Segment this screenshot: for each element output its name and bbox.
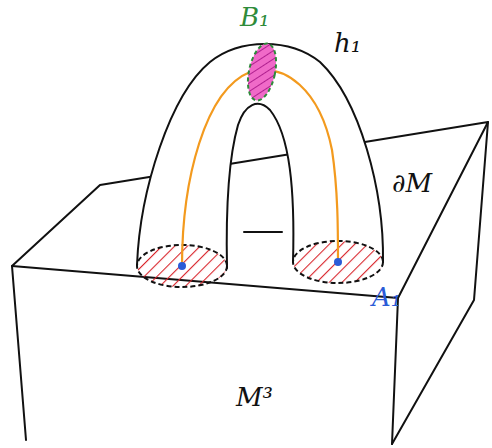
belt-disk-label: B₁: [240, 4, 270, 30]
attaching-disk-label: A₁: [372, 284, 401, 310]
manifold-label: M³: [236, 384, 273, 410]
boundary-label: ∂M: [392, 170, 432, 196]
handle-label: h₁: [334, 30, 361, 56]
